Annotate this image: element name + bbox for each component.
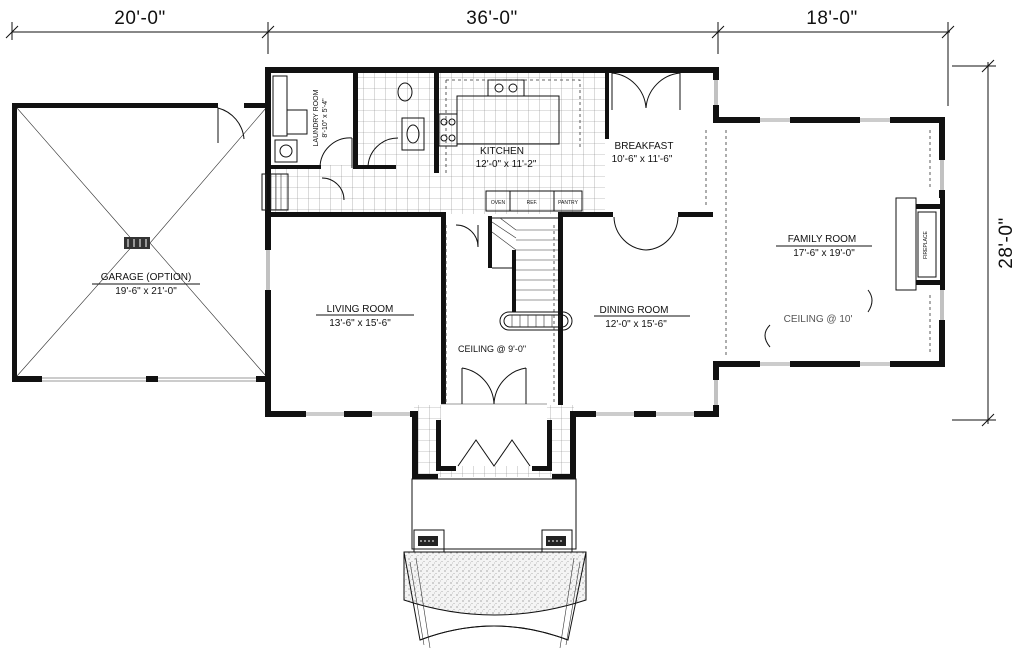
entry-foyer: [412, 367, 576, 479]
dim-center-width: 36'-0": [466, 8, 517, 29]
laundry-size: 8'-10" x 5'-4": [322, 98, 329, 138]
laundry-room: [271, 73, 353, 169]
family-label: FAMILY ROOM: [788, 234, 857, 245]
breakfast-doors: [611, 72, 707, 251]
dim-depth: 28'-0": [996, 217, 1017, 268]
front-porch: [403, 478, 587, 649]
windows: [265, 80, 945, 417]
fireplace-label: FIREPLACE: [923, 230, 929, 258]
garage: [12, 103, 268, 382]
breakfast-label: BREAKFAST: [615, 141, 674, 152]
family-room: [725, 130, 940, 355]
dimension-lines: [5, 22, 996, 427]
breakfast-size: 10'-6" x 11'-6": [612, 154, 673, 165]
pantry-label: PANTRY: [558, 200, 578, 206]
dining-label: DINING ROOM: [600, 305, 669, 316]
dim-garage-width: 20'-0": [114, 8, 165, 29]
living-size: 13'-6" x 15'-6": [329, 318, 391, 329]
rear-steps: [261, 173, 345, 211]
family-ceiling-note: CEILING @ 10': [784, 314, 853, 325]
kitchen-label: KITCHEN: [480, 146, 524, 157]
laundry-label: LAUNDRY ROOM: [313, 89, 320, 146]
dim-family-width: 18'-0": [806, 8, 857, 29]
oven-label: OVEN: [491, 200, 506, 206]
garage-size: 19'-6" x 21'-0": [115, 286, 177, 297]
breakfast-floor: [609, 73, 713, 212]
center-ceiling-note: CEILING @ 9'-0": [458, 344, 526, 354]
dining-size: 12'-0" x 15'-6": [605, 319, 667, 330]
family-size: 17'-6" x 19'-0": [793, 248, 855, 259]
powder-room: [367, 82, 425, 169]
central-stair: [445, 216, 573, 410]
kitchen-size: 12'-0" x 11'-2": [476, 159, 537, 170]
kitchen-counters: [438, 79, 583, 212]
ref-label: REF.: [527, 200, 538, 206]
garage-label: GARAGE (OPTION): [101, 272, 192, 283]
living-label: LIVING ROOM: [327, 304, 394, 315]
